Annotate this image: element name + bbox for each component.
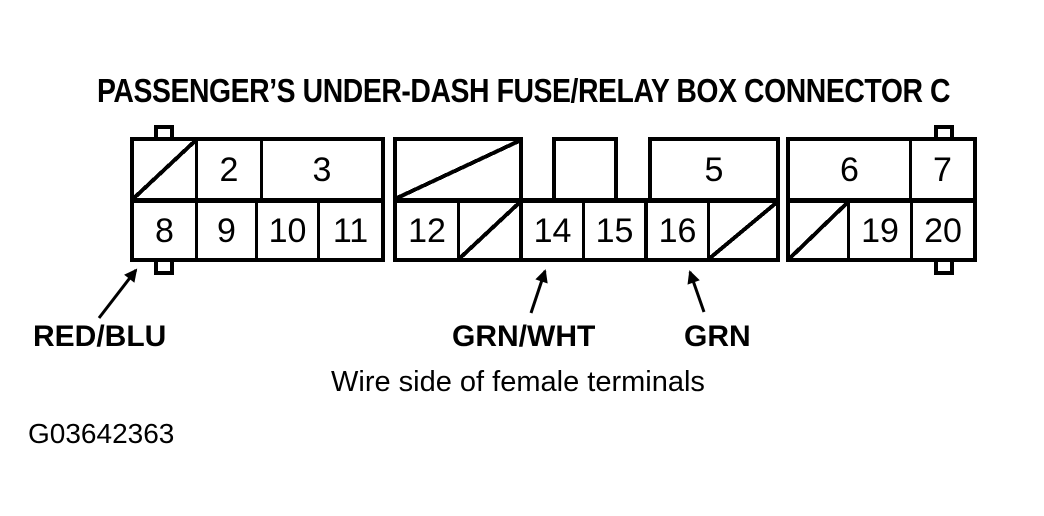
terminal-number: 14 [533,211,572,250]
wire-label-grn-wht: GRN/WHT [452,320,596,353]
terminal-number: 10 [268,211,307,250]
terminal-number: 11 [332,211,369,250]
terminal-cell-11: 11 [320,203,381,258]
connector-bottom-block-g: 19 20 [786,198,977,262]
terminal-number: 9 [217,211,236,250]
wire-side-caption: Wire side of female terminals [331,366,705,398]
blocked-cell-18 [790,203,850,258]
terminal-cell-15: 15 [585,203,648,258]
terminal-cell-16: 16 [648,203,710,258]
red-blu-arrow [97,268,138,319]
terminal-cell-9: 9 [198,203,258,258]
grn-wht-arrow [529,269,548,314]
blocked-cell-4 [397,141,519,198]
blocked-cell-1 [134,141,198,198]
terminal-number: 20 [924,211,962,250]
grn-arrow [687,270,706,313]
blank-cavity-cell [556,141,614,198]
connector-top-blank-cavity [552,137,618,198]
connector-bottom-block-f: 12 14 15 16 [393,198,780,262]
terminal-number: 3 [312,150,332,189]
terminal-number: 7 [933,150,952,189]
terminal-cell-3: 3 [263,141,381,198]
terminal-cell-8: 8 [134,203,198,258]
connector-top-block-c: 5 [648,137,780,198]
figure-title: PASSENGER’S UNDER-DASH FUSE/RELAY BOX CO… [97,72,951,109]
terminal-cell-2: 2 [198,141,263,198]
figure-id: G03642363 [28,418,175,449]
wire-label-red-blu: RED/BLU [33,320,167,353]
terminal-number: 19 [861,211,899,250]
terminal-number: 2 [219,150,239,189]
blocked-cell-17 [710,203,776,258]
connector-bottom-block-e: 8 9 10 11 [130,198,385,262]
terminal-cell-20: 20 [913,203,973,258]
wire-label-grn: GRN [684,320,751,353]
terminal-number: 15 [595,211,634,250]
terminal-number: 16 [658,211,697,250]
terminal-cell-12: 12 [397,203,460,258]
connector-top-block-d: 6 7 [786,137,977,198]
terminal-number: 8 [155,211,174,250]
connector-top-block-a: 2 3 [130,137,385,198]
connector-tab-bottom-left [154,258,174,275]
terminal-number: 12 [408,211,446,250]
connector-tab-bottom-right [934,258,954,275]
blocked-cell-13 [460,203,523,258]
terminal-cell-10: 10 [258,203,320,258]
terminal-cell-6: 6 [790,141,912,198]
connector-top-block-b [393,137,523,198]
terminal-cell-5: 5 [652,141,776,198]
terminal-number: 6 [840,150,859,189]
terminal-number: 5 [704,150,724,189]
terminal-cell-7: 7 [912,141,973,198]
terminal-cell-19: 19 [850,203,913,258]
terminal-cell-14: 14 [523,203,585,258]
